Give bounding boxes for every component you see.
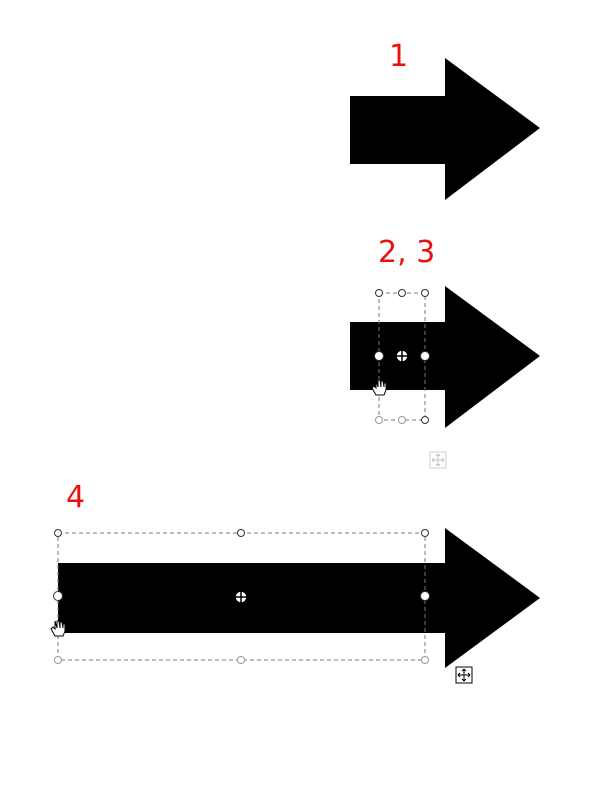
- arrow-step-4: [58, 528, 540, 668]
- step-label-2-3: 2, 3: [378, 235, 436, 270]
- resize-handles-step-2-3[interactable]: [374, 289, 430, 424]
- step-label-1: 1: [389, 39, 409, 74]
- arrow-step-1: [350, 58, 540, 200]
- step-label-4: 4: [66, 480, 86, 515]
- hand-cursor-icon: [50, 620, 66, 637]
- crosshair-circle-icon[interactable]: [234, 590, 248, 604]
- resize-handles-step-4[interactable]: [53, 529, 430, 664]
- crosshair-circle-icon[interactable]: [395, 349, 409, 363]
- hand-cursor-icon: [371, 379, 387, 396]
- arrow-step-2-3: [350, 286, 540, 428]
- move-arrows-icon[interactable]: [429, 451, 447, 469]
- move-arrows-icon[interactable]: [455, 666, 473, 684]
